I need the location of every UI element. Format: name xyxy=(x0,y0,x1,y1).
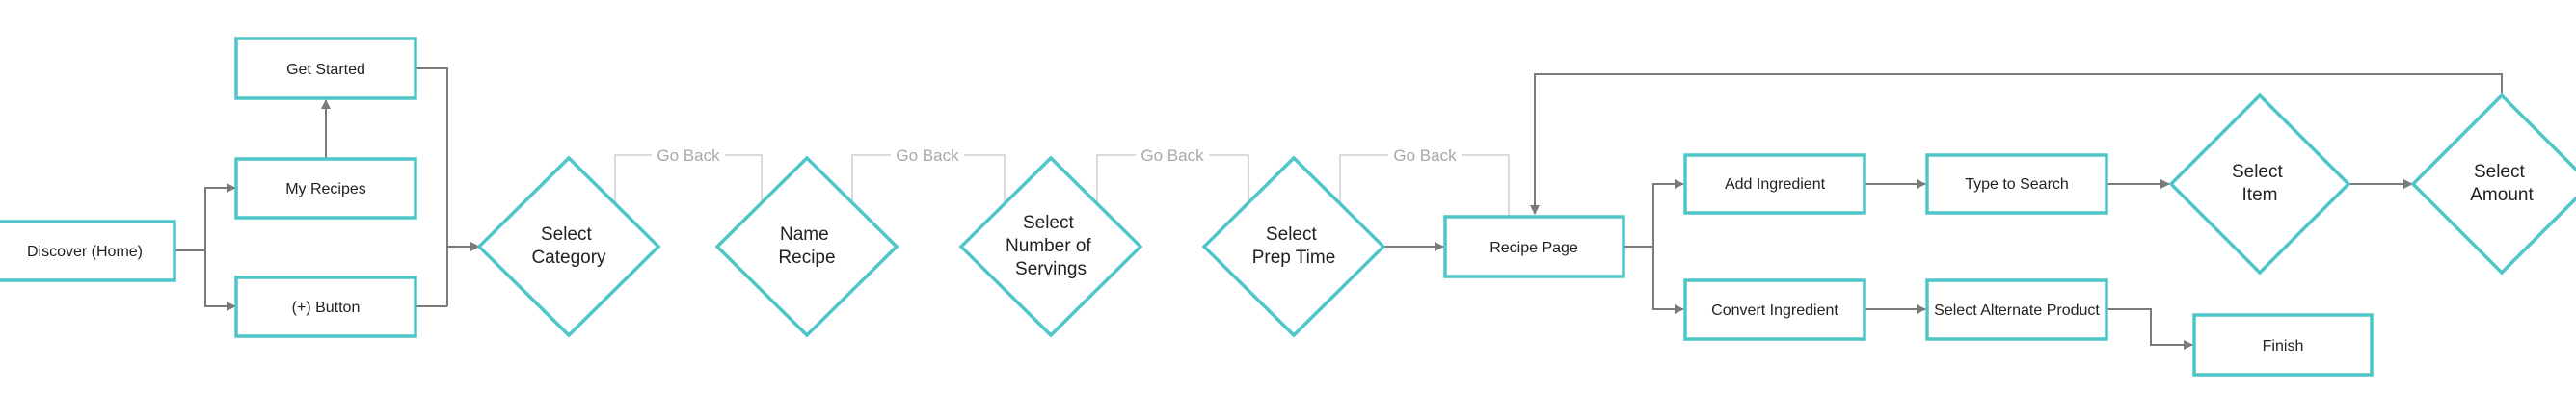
node-recipe-page[interactable]: Recipe Page xyxy=(1443,215,1625,278)
node-discover[interactable]: Discover (Home) xyxy=(0,220,176,282)
svg-text:Select Category: Select Category xyxy=(531,224,606,268)
svg-text:Select Number of S: Select Number of Servings xyxy=(1006,213,1096,279)
edge-to-my-recipes xyxy=(204,183,236,250)
edge-alternate-to-finish xyxy=(2107,308,2193,350)
edge-to-convert-ingredient xyxy=(1652,247,1684,314)
node-finish[interactable]: Finish xyxy=(2192,313,2374,377)
node-get-started[interactable]: Get Started xyxy=(234,37,417,100)
svg-text:Recipe Page: Recipe Page xyxy=(1489,240,1578,256)
edge-get-started-merge xyxy=(416,67,448,306)
go-back-label-1[interactable]: Go Back xyxy=(657,146,720,165)
svg-text:My Recipes: My Recipes xyxy=(285,181,366,197)
svg-text:Select Alternate Product: Select Alternate Product xyxy=(1934,302,2100,319)
node-select-category[interactable]: Select Category xyxy=(476,155,661,338)
svg-text:Select Prep Time: Select Prep Time xyxy=(1252,224,1336,268)
svg-text:Convert Ingredient: Convert Ingredient xyxy=(1711,302,1838,319)
edge-to-plus-button xyxy=(204,250,236,311)
svg-text:Select Amount: Select Amount xyxy=(2470,162,2534,205)
node-name-recipe[interactable]: Name Recipe xyxy=(714,155,899,338)
go-back-label-3[interactable]: Go Back xyxy=(1140,146,1204,165)
svg-text:Name Recipe: Name Recipe xyxy=(778,224,835,268)
svg-text:Add Ingredient: Add Ingredient xyxy=(1725,176,1826,193)
node-type-to-search[interactable]: Type to Search xyxy=(1925,153,2108,215)
node-my-recipes[interactable]: My Recipes xyxy=(234,157,417,220)
svg-text:(+) Button: (+) Button xyxy=(292,300,361,316)
edge-to-add-ingredient xyxy=(1652,179,1684,247)
svg-text:Type to Search: Type to Search xyxy=(1965,176,2069,193)
go-back-label-2[interactable]: Go Back xyxy=(896,146,959,165)
svg-text:Discover (Home): Discover (Home) xyxy=(27,244,143,260)
node-convert-ingredient[interactable]: Convert Ingredient xyxy=(1683,278,1866,341)
node-select-amount[interactable]: Select Amount xyxy=(2410,92,2576,276)
node-select-item[interactable]: Select Item xyxy=(2168,92,2351,276)
go-back-label-4[interactable]: Go Back xyxy=(1393,146,1457,165)
node-select-alternate-product[interactable]: Select Alternate Product xyxy=(1925,278,2108,341)
svg-text:Get Started: Get Started xyxy=(286,62,365,78)
node-select-prep-time[interactable]: Select Prep Time xyxy=(1201,155,1386,338)
node-select-servings[interactable]: Select Number of Servings xyxy=(958,155,1143,338)
svg-text:Finish: Finish xyxy=(2263,338,2304,354)
node-add-ingredient[interactable]: Add Ingredient xyxy=(1683,153,1866,215)
go-back-links: Go Back Go Back Go Back Go Back xyxy=(614,144,1510,218)
connectors xyxy=(174,67,2503,350)
edge-amount-loop-back xyxy=(1530,73,2503,215)
node-plus-button[interactable]: (+) Button xyxy=(234,276,417,338)
svg-text:Select Item: Select Item xyxy=(2232,162,2288,205)
